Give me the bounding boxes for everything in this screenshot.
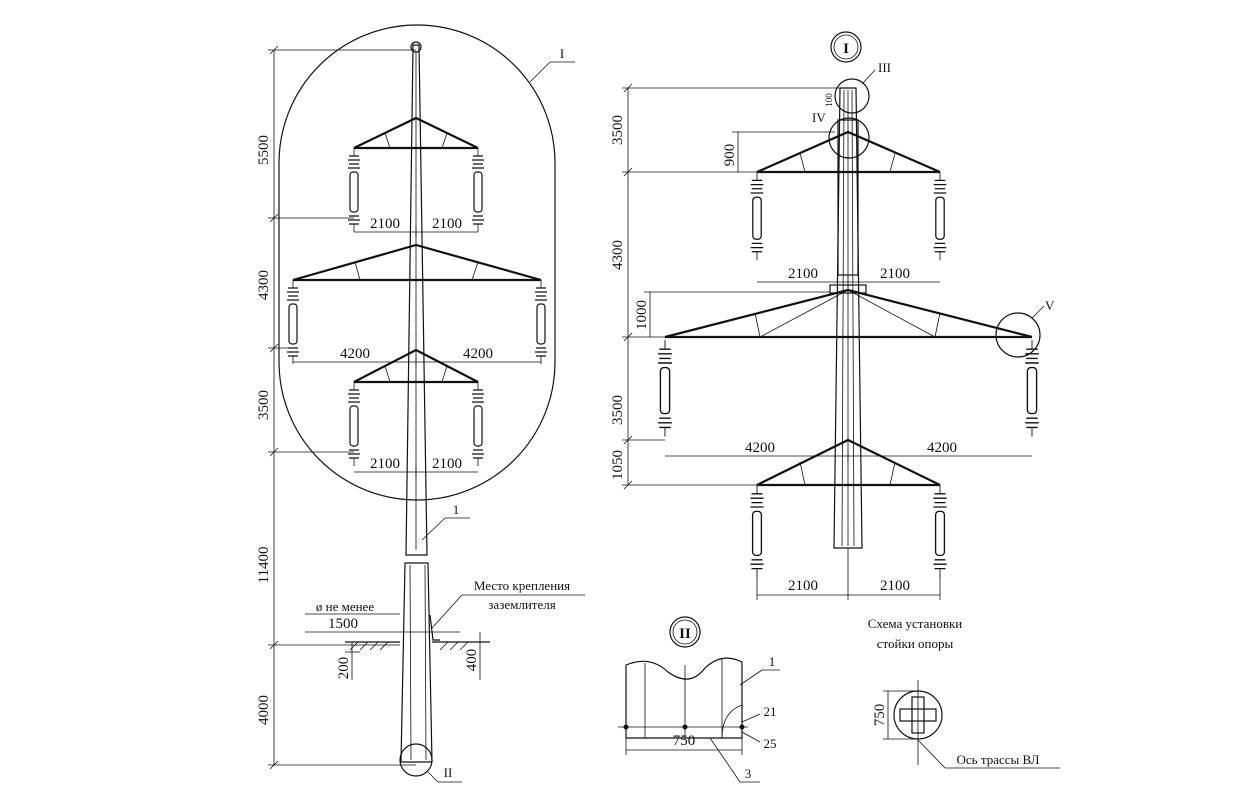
detail-II-callout-25: 25 <box>764 736 777 751</box>
callout-I-label: I <box>560 46 564 61</box>
dim-4000: 4000 <box>256 695 272 725</box>
dI-span-bot-right: 2100 <box>880 578 910 594</box>
dI-3500-top: 3500 <box>610 115 626 145</box>
callout-IV: IV <box>812 110 826 125</box>
dim-4300: 4300 <box>256 270 272 300</box>
callout-1-label: 1 <box>453 502 460 517</box>
span-low-left: 2100 <box>370 456 400 472</box>
dI-4300: 4300 <box>610 240 626 270</box>
dI-span-top-left: 2100 <box>788 266 818 282</box>
dI-1000: 1000 <box>634 300 650 330</box>
detail-I-view: I III IV V <box>610 31 1055 600</box>
dim-5500: 5500 <box>256 135 272 165</box>
detail-II-title-circle <box>669 616 701 648</box>
detail-I-lower-crossarm <box>749 438 948 579</box>
scheme-title-line1: Схема установки <box>868 616 963 631</box>
callout-V-circle <box>995 312 1041 358</box>
depth-400: 400 <box>464 649 480 672</box>
left-vertical-dimensions: 5500 4300 3500 11400 4000 <box>256 45 416 770</box>
dI-span-mid-left: 4200 <box>745 440 775 456</box>
ground-level: 200 400 <box>336 632 490 680</box>
detail-I-vertical-dimensions: 3500 4300 3500 1050 900 1000 100 <box>610 83 840 490</box>
diameter-note: ø не менее <box>316 599 374 614</box>
span-top-left: 2100 <box>370 216 400 232</box>
detail-II-view: II 750 1 21 25 3 <box>618 616 780 783</box>
detail-II-section <box>625 657 743 739</box>
span-top-right: 2100 <box>432 216 462 232</box>
callout-III-circle <box>834 78 870 114</box>
top-crossarm <box>347 116 485 233</box>
dI-span-mid-right: 4200 <box>927 440 957 456</box>
dim-11400: 11400 <box>256 547 272 584</box>
left-span-dimensions: 2100 2100 4200 4200 2100 2100 <box>293 216 541 478</box>
callout-II-label: II <box>444 765 453 780</box>
ground-note-line1: Место крепления <box>474 578 570 593</box>
diameter-value: 1500 <box>328 616 358 632</box>
scheme-title-line2: стойки опоры <box>877 636 954 651</box>
detail-II-title: II <box>679 626 691 642</box>
callout-IV-circle <box>828 117 870 159</box>
installation-scheme: Схема установки стойки опоры 750 Ось тра… <box>868 616 1060 769</box>
detail-I-title: I <box>843 41 849 57</box>
depth-200: 200 <box>336 657 352 680</box>
pole-upper <box>405 44 428 556</box>
dI-span-bot-left: 2100 <box>788 578 818 594</box>
scheme-axis-label: Ось трассы ВЛ <box>957 752 1040 767</box>
span-low-right: 2100 <box>432 456 462 472</box>
pole-lower <box>400 562 433 763</box>
detail-II-callout-3: 3 <box>745 766 752 781</box>
detail-I-upper-crossarm <box>750 130 947 261</box>
scheme-dim-750: 750 <box>872 704 888 727</box>
detail-I-title-circle <box>830 31 862 63</box>
middle-crossarm <box>286 243 548 365</box>
detail-I-pole <box>833 87 863 549</box>
detail-II-callout-21: 21 <box>764 704 777 719</box>
detail-II-marker <box>399 743 433 777</box>
detail-II-callout-1: 1 <box>769 654 776 669</box>
dim-3500: 3500 <box>256 390 272 420</box>
left-pole-view: 5500 4300 3500 11400 4000 2100 2100 4200… <box>256 24 585 783</box>
dI-3500-low: 3500 <box>610 395 626 425</box>
detail-I-span-dimensions: 2100 2100 4200 4200 2100 2100 <box>665 266 1032 600</box>
callout-III: III <box>878 60 891 75</box>
detail-I-contour <box>278 24 556 501</box>
dI-900: 900 <box>722 144 738 167</box>
dI-100: 100 <box>824 93 834 107</box>
lower-crossarm <box>347 348 485 467</box>
callout-V: V <box>1045 298 1055 313</box>
dI-span-top-right: 2100 <box>880 266 910 282</box>
span-mid-left: 4200 <box>340 346 370 362</box>
detail-II-width: 750 <box>673 733 696 749</box>
ground-note-line2: заземлителя <box>488 597 555 612</box>
detail-I-middle-crossarm <box>657 284 1040 438</box>
span-mid-right: 4200 <box>463 346 493 362</box>
dI-1050: 1050 <box>610 450 626 480</box>
